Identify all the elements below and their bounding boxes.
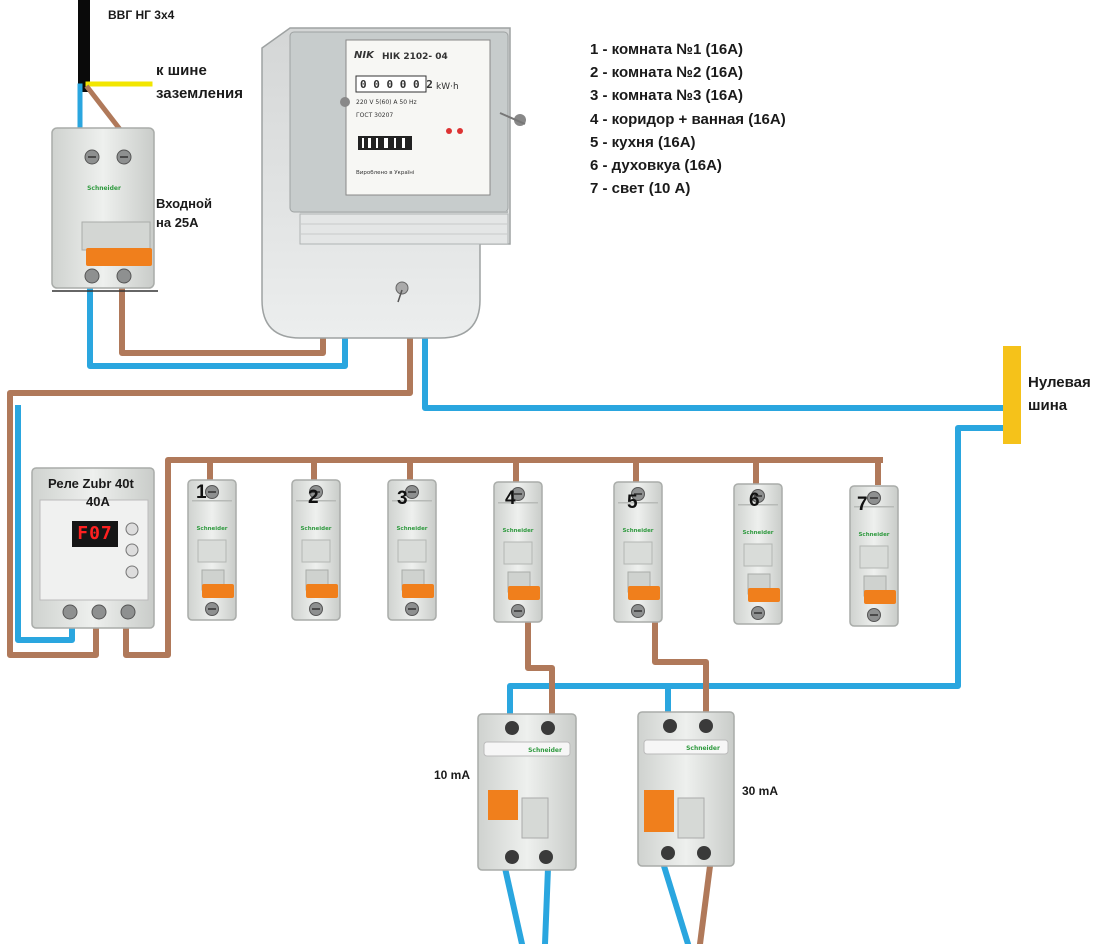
rcd-right: Schneider bbox=[637, 711, 735, 867]
main-breaker-label-line1: Входной bbox=[156, 196, 212, 211]
breaker-number-7: 7 bbox=[857, 494, 868, 515]
branch-breakers bbox=[187, 479, 899, 627]
meter-standard: ГОСТ 30207 bbox=[356, 112, 394, 119]
rcd-left: Schneider bbox=[477, 713, 577, 871]
main-breaker: Schneider bbox=[51, 127, 158, 292]
breaker-number-3: 3 bbox=[397, 488, 408, 509]
breaker-4 bbox=[493, 481, 543, 623]
rcd-left-label: 10 mA bbox=[434, 768, 471, 782]
breaker-5 bbox=[613, 481, 663, 623]
phase-4-to-rcd bbox=[525, 621, 555, 719]
meter-brand: NIK bbox=[354, 50, 374, 61]
voltage-relay bbox=[31, 467, 155, 629]
phase-from-relay bbox=[123, 457, 883, 658]
meter-spec: 220 V 5(60) A 50 Hz bbox=[356, 99, 417, 106]
legend-item-1: 1 - комната №1 (16А) bbox=[590, 41, 744, 58]
main-breaker-label-line2: на 25А bbox=[156, 215, 199, 230]
cable-phase-in bbox=[84, 84, 126, 136]
neutral-bus-label-line2: шина bbox=[1028, 397, 1068, 414]
phase-to-meter bbox=[119, 287, 326, 356]
neutral-bus-bar bbox=[1003, 346, 1021, 444]
meter-model: НІК 2102- 04 bbox=[382, 52, 448, 62]
meter-reading: 0 0 0 0 0 2 bbox=[360, 78, 433, 91]
breaker-3 bbox=[387, 479, 437, 621]
breaker-number-4: 4 bbox=[505, 488, 516, 509]
svg-text:Schneider: Schneider bbox=[686, 745, 720, 752]
relay-label-line1: Реле Zubr 40t bbox=[48, 476, 134, 491]
breaker-number-5: 5 bbox=[627, 492, 638, 513]
phase-5-to-rcd bbox=[652, 621, 709, 717]
electricity-meter bbox=[261, 27, 526, 339]
rcd-right-label: 30 mA bbox=[742, 784, 779, 798]
legend-item-7: 7 - свет (10 А) bbox=[590, 180, 691, 198]
breaker-number-6: 6 bbox=[749, 490, 760, 511]
circuit-legend: 1 - комната №1 (16А) 2 - комната №2 (16А… bbox=[590, 38, 786, 200]
breaker-number-2: 2 bbox=[308, 487, 319, 508]
cable-label: ВВГ НГ 3х4 bbox=[108, 8, 175, 22]
wires bbox=[7, 0, 1007, 944]
legend-item-5: 5 - кухня (16А) bbox=[590, 133, 696, 151]
ground-bus-label-line1: к шине bbox=[156, 62, 207, 79]
neutral-bus-label-line1: Нулевая bbox=[1028, 374, 1091, 391]
relay-label-line2: 40A bbox=[86, 494, 110, 509]
neutral-from-meter bbox=[422, 331, 1007, 411]
legend-item-3: 3 - комната №3 (16А) bbox=[590, 87, 744, 105]
legend-item-4: 4 - коридор + ванная (16А) bbox=[590, 110, 786, 128]
legend-item-6: 6 - духовкуа (16А) bbox=[590, 157, 722, 175]
breaker-number-1: 1 bbox=[196, 482, 207, 503]
svg-text:Schneider: Schneider bbox=[528, 747, 562, 754]
neutral-to-meter bbox=[87, 287, 348, 369]
relay-display: F07 bbox=[72, 521, 118, 547]
svg-text:Schneider: Schneider bbox=[87, 185, 121, 192]
neutral-to-rcds bbox=[507, 425, 1007, 719]
phase-from-meter bbox=[7, 331, 413, 658]
ground-bus-label-line2: заземления bbox=[156, 85, 243, 102]
legend-item-2: 2 - комната №2 (16А) bbox=[590, 64, 744, 82]
meter-unit: kW·h bbox=[436, 82, 459, 92]
neutral-to-relay bbox=[15, 405, 75, 643]
meter-made-in: Вироблено в Україні bbox=[356, 170, 415, 176]
